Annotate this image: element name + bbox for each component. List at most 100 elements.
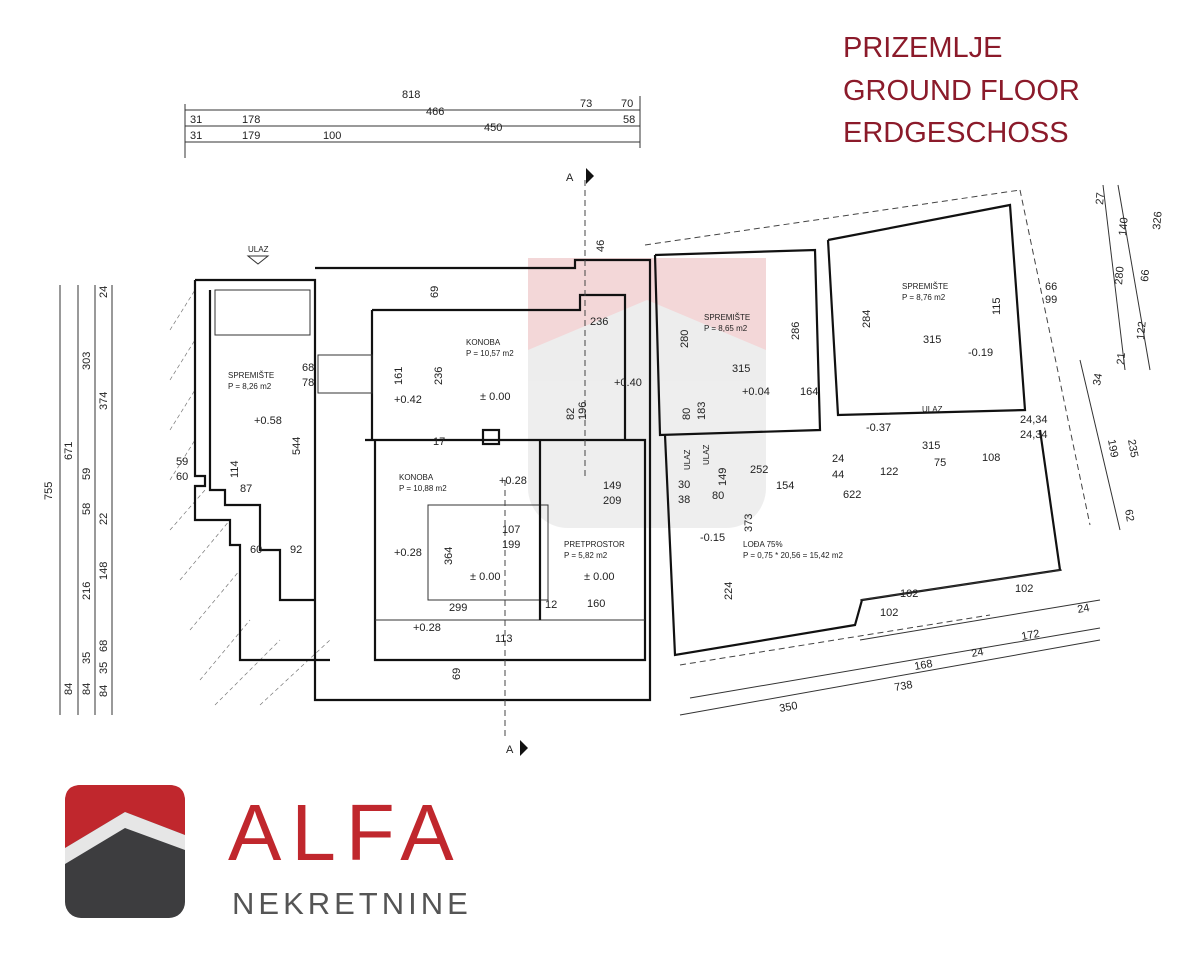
- room-area: P = 5,82 m2: [564, 551, 608, 560]
- bottom-dimension-lines: [679, 599, 1101, 716]
- level-mark: +0.28: [499, 475, 527, 487]
- dimension-label: 108: [982, 452, 1000, 464]
- entrance-label: ULAZ: [702, 444, 711, 465]
- dimension-label: 160: [587, 598, 605, 610]
- dim: 84: [81, 683, 93, 695]
- dimension-label: 315: [732, 363, 750, 375]
- dimension-label: 102: [1015, 583, 1033, 595]
- dim: 179: [242, 130, 260, 142]
- dimension-label: 235: [1125, 438, 1140, 458]
- dim: 31: [190, 130, 202, 142]
- dimension-label: 66: [1045, 281, 1057, 293]
- level-mark: -0.37: [866, 422, 891, 434]
- dim: 68: [98, 640, 110, 652]
- dim: 59: [81, 468, 93, 480]
- dimension-label: 149: [603, 480, 621, 492]
- dimension-label: 115: [991, 297, 1003, 315]
- entrance-arrow-icon: [246, 255, 270, 265]
- dimension-label: 44: [832, 469, 844, 481]
- dimension-label: 236: [590, 316, 608, 328]
- dimension-label: 24: [1076, 602, 1090, 616]
- dimension-label: 62: [1122, 508, 1136, 522]
- dimension-label: 80: [681, 408, 693, 420]
- top-dimension-lines: [184, 96, 641, 158]
- dim: 24: [98, 286, 110, 298]
- floor-title: PRIZEMLJE GROUND FLOOR ERDGESCHOSS: [843, 32, 1080, 149]
- section-marker-top: A: [566, 168, 594, 184]
- brand-name: ALFA: [228, 788, 464, 877]
- dimension-label: 69: [429, 286, 441, 298]
- dim: 755: [43, 482, 55, 500]
- left-dimension-lines: [59, 285, 113, 715]
- title-line: GROUND FLOOR: [843, 75, 1080, 107]
- level-mark: ± 0.00: [480, 391, 511, 403]
- dimension-label: 149: [717, 468, 729, 486]
- level-mark: +0.42: [394, 394, 422, 406]
- dimension-label: 622: [843, 489, 861, 501]
- dimension-label: 161: [393, 367, 405, 385]
- dimension-label: 199: [502, 539, 520, 551]
- dimension-label: 21: [1115, 352, 1128, 365]
- entrance-label: ULAZ: [683, 449, 692, 470]
- level-mark: -0.19: [968, 347, 993, 359]
- dim: 374: [98, 392, 110, 410]
- level-mark: ± 0.00: [584, 571, 615, 583]
- dimension-label: 17: [433, 436, 445, 448]
- dimension-label: 284: [861, 310, 873, 328]
- dimension-label: 92: [290, 544, 302, 556]
- dimension-label: 172: [1020, 628, 1040, 643]
- dimension-label: 154: [776, 480, 794, 492]
- dimension-label: 373: [743, 514, 755, 532]
- dimension-label: 102: [900, 588, 918, 600]
- dimension-label: 24,34: [1020, 414, 1048, 426]
- dim: 216: [81, 582, 93, 600]
- dimension-label: 326: [1151, 211, 1165, 230]
- dim: 178: [242, 114, 260, 126]
- dimension-label: 164: [800, 386, 818, 398]
- dimension-label: 299: [449, 602, 467, 614]
- room-name: LOĐA 75%: [743, 540, 783, 549]
- house-roof-logo-icon: [65, 785, 185, 918]
- dimension-label: 30: [678, 479, 690, 491]
- dimension-label: 280: [679, 330, 691, 348]
- level-mark: +0.40: [614, 377, 642, 389]
- room-area: P = 10,57 m2: [466, 349, 514, 358]
- dim: 31: [190, 114, 202, 126]
- dimension-label: 60: [176, 471, 188, 483]
- dimension-label: 82: [565, 408, 577, 420]
- room-area: P = 0,75 * 20,56 = 15,42 m2: [743, 551, 843, 560]
- dimension-label: 738: [893, 679, 913, 694]
- watermark-logo: [528, 258, 766, 528]
- dimension-label: 75: [934, 457, 946, 469]
- dim: 22: [98, 513, 110, 525]
- right-dimension-lines: [1079, 184, 1151, 531]
- dim: 671: [63, 442, 75, 460]
- dimension-label: 59: [176, 456, 188, 468]
- dimension-label: 78: [302, 377, 314, 389]
- room-name: PRETPROSTOR: [564, 540, 625, 549]
- dimension-label: 224: [723, 582, 735, 600]
- entrance-label: ULAZ: [248, 245, 269, 254]
- brand-tagline: NEKRETNINE: [232, 886, 472, 921]
- dimension-label: 27: [1094, 192, 1107, 205]
- dimension-label: 114: [229, 460, 241, 478]
- dim: 466: [426, 106, 444, 118]
- dim: 35: [98, 662, 110, 674]
- dimension-label: 66: [1139, 269, 1152, 282]
- dim: 450: [484, 122, 502, 134]
- dimension-label: 122: [1135, 321, 1149, 340]
- level-mark: +0.28: [394, 547, 422, 559]
- dimension-label: 34: [1091, 372, 1105, 386]
- dimension-label: 286: [790, 322, 802, 340]
- dim: 84: [98, 685, 110, 697]
- dimension-label: 209: [603, 495, 621, 507]
- dimension-label: 315: [922, 440, 940, 452]
- dimension-label: 280: [1113, 266, 1127, 285]
- level-mark: ± 0.00: [470, 571, 501, 583]
- dimension-label: 60: [250, 544, 262, 556]
- dimension-label: 544: [291, 437, 303, 455]
- dim: 70: [621, 98, 633, 110]
- room-name: KONOBA: [466, 338, 501, 347]
- title-line: PRIZEMLJE: [843, 32, 1003, 64]
- dimension-label: 168: [913, 658, 933, 673]
